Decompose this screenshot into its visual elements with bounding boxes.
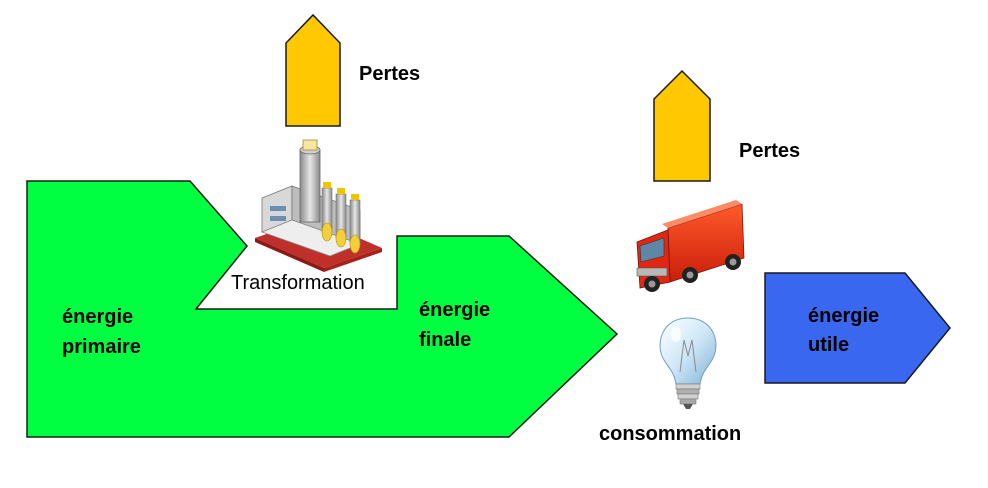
light-bulb-icon <box>659 317 717 409</box>
primary-energy-arrow <box>26 180 619 438</box>
losses-label-transformation: Pertes <box>359 63 421 85</box>
factory-icon <box>255 139 382 272</box>
useful-energy-arrow <box>764 272 951 384</box>
losses-arrow-consumption <box>653 69 711 182</box>
final-energy-label-line2: finale <box>419 329 472 351</box>
transformation-label: Transformation <box>231 272 365 294</box>
truck-icon <box>636 200 745 292</box>
useful-energy-label-line2: utile <box>808 334 850 356</box>
losses-label-consumption: Pertes <box>739 140 801 162</box>
consumption-label: consommation <box>599 423 742 445</box>
primary-energy-label-line1: énergie <box>62 306 134 328</box>
losses-arrow-transformation <box>285 13 341 127</box>
primary-energy-label-line2: primaire <box>62 336 141 358</box>
useful-energy-label-line1: énergie <box>808 305 880 327</box>
final-energy-label-line1: énergie <box>419 299 491 321</box>
